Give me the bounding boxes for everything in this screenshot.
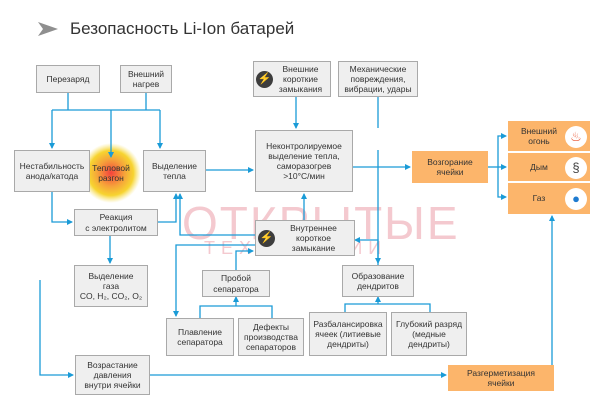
node-label: Нестабильность анода/катода xyxy=(19,160,85,181)
node-pressure-rise: Возрастание давления внутри ячейки xyxy=(75,355,150,395)
node-label: Пробой сепаратора xyxy=(213,273,259,294)
page-header: Безопасность Li-Ion батарей xyxy=(38,14,294,44)
node-label: Возгорание ячейки xyxy=(427,156,473,177)
page-title: Безопасность Li-Ion батарей xyxy=(70,19,295,38)
node-cell-unbalance: Разбалансировка ячеек (литиевые дендриты… xyxy=(309,312,387,356)
node-gas-release: Выделение газа CO, H₂, CO₂, O₂ xyxy=(74,265,148,307)
node-label: Неконтролируемое выделение тепла, самора… xyxy=(266,140,342,182)
node-label: Глубокий разряд (медные дендриты) xyxy=(395,318,463,349)
node-label: Механические повреждения, вибрации, удар… xyxy=(344,63,412,95)
node-smoke: Дым § xyxy=(508,153,590,181)
node-label: Внешний нагрев xyxy=(127,68,165,89)
node-label: Перезаряд xyxy=(46,73,90,84)
node-external-fire: Внешний огонь ♨ xyxy=(508,121,590,151)
node-external-short: ⚡ Внешние короткие замыкания xyxy=(253,61,331,97)
smoke-icon: § xyxy=(565,157,587,179)
node-separator-melting: Плавление сепаратора xyxy=(166,318,234,356)
node-cell-ignition: Возгорание ячейки xyxy=(412,151,488,183)
node-depressurization: Разгерметизация ячейки xyxy=(448,365,554,391)
node-overcharge: Перезаряд xyxy=(36,65,100,93)
node-mechanical-damage: Механические повреждения, вибрации, удар… xyxy=(338,61,418,97)
node-label: Внешние короткие замыкания xyxy=(278,63,323,95)
arrow-to-ext-fire xyxy=(497,133,507,167)
arrow-to-gas xyxy=(497,167,507,200)
node-label: Выделение тепла xyxy=(151,160,198,181)
node-label: Внутреннее короткое замыкание xyxy=(290,222,337,254)
node-label: Разгерметизация ячейки xyxy=(466,367,536,388)
node-label: Тепловой разгон xyxy=(92,162,130,183)
node-uncontrolled-heat: Неконтролируемое выделение тепла, самора… xyxy=(255,130,353,192)
node-separator-defects: Дефекты производства сепараторов xyxy=(238,318,304,356)
node-label: Внешний огонь xyxy=(520,125,558,146)
arrow-anode-to-reaction xyxy=(51,192,73,225)
node-label: Возрастание давления внутри ячейки xyxy=(84,359,141,390)
node-heat-release: Выделение тепла xyxy=(143,150,206,192)
node-deep-discharge: Глубокий разряд (медные дендриты) xyxy=(391,312,467,356)
node-label: Разбалансировка ячеек (литиевые дендриты… xyxy=(313,318,383,349)
lightning-icon: ⚡ xyxy=(256,70,273,88)
connector-dendrite-bus xyxy=(344,303,431,312)
arrow-intshort-to-heat xyxy=(177,193,255,236)
node-label: Дефекты производства сепараторов xyxy=(244,321,298,352)
node-internal-short: ⚡ Внутреннее короткое замыкание xyxy=(255,220,355,256)
connector-sep-bus xyxy=(199,305,273,318)
node-anode-instability: Нестабильность анода/катода xyxy=(14,150,90,192)
arrow-bullet-icon xyxy=(38,22,58,36)
node-thermal-runaway: Тепловой разгон xyxy=(84,158,138,188)
node-label: Газ xyxy=(532,193,546,204)
arrow-reaction-to-heat xyxy=(158,193,179,223)
gas-drop-icon: ● xyxy=(565,188,587,210)
node-label: Образование дендритов xyxy=(351,270,405,291)
node-dendrite-formation: Образование дендритов xyxy=(342,265,414,297)
arrow-gas-to-pressure xyxy=(39,280,74,378)
node-external-heating: Внешний нагрев xyxy=(120,65,172,93)
arrow-intshort-to-melting xyxy=(173,244,255,317)
arrow-breach-to-intshort xyxy=(235,248,254,270)
node-label: Дым xyxy=(530,161,548,172)
node-label: Выделение газа CO, H₂, CO₂, O₂ xyxy=(79,270,143,301)
fire-icon: ♨ xyxy=(565,126,587,148)
thermal-runaway-glow xyxy=(81,143,141,203)
node-electrolyte-reaction: Реакция с электролитом xyxy=(74,209,158,236)
node-gas: Газ ● xyxy=(508,183,590,214)
node-label: Реакция с электролитом xyxy=(85,212,147,233)
node-label: Плавление сепаратора xyxy=(177,326,223,347)
arrow-dendrites-to-intshort xyxy=(354,237,379,265)
lightning-icon: ⚡ xyxy=(258,229,275,247)
node-separator-breach: Пробой сепаратора xyxy=(202,270,270,297)
